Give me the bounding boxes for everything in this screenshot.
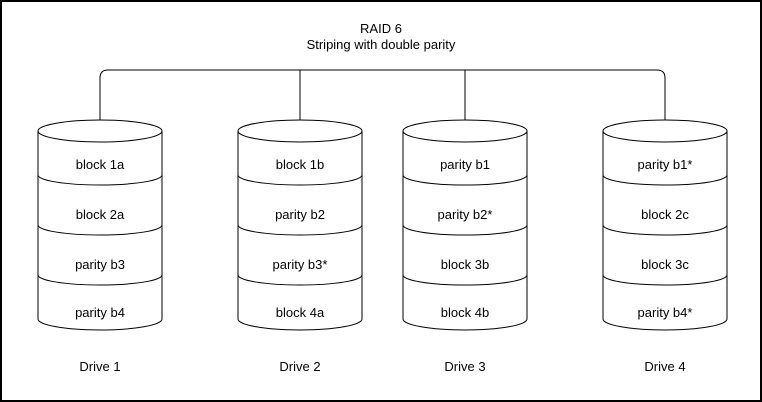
drive-2: block 1b parity b2 parity b3* block 4a D… — [237, 119, 363, 374]
segment-label: block 1a — [76, 157, 125, 172]
segment-label: block 3b — [441, 257, 489, 272]
segment-divider — [402, 224, 528, 236]
drive-4: parity b1* block 2c block 3c parity b4* … — [602, 119, 728, 374]
drive-1: block 1a block 2a parity b3 parity b4 Dr… — [37, 119, 163, 374]
segment-divider — [402, 174, 528, 186]
segment-label: parity b3 — [75, 257, 125, 272]
segment-divider — [602, 224, 728, 236]
cylinder-body — [237, 131, 363, 331]
cylinder-top — [237, 119, 363, 143]
segment-divider — [37, 274, 163, 286]
segment-label: block 3c — [641, 257, 689, 272]
bus-connector-line — [99, 69, 666, 121]
segment-label: parity b4 — [75, 305, 125, 320]
drive-label: Drive 1 — [79, 359, 120, 374]
segment-label: block 4b — [441, 305, 489, 320]
drive-label: Drive 4 — [644, 359, 685, 374]
segment-label: parity b2 — [275, 207, 325, 222]
segment-divider — [237, 224, 363, 236]
segment-divider — [237, 274, 363, 286]
cylinder-top — [602, 119, 728, 143]
segment-divider — [37, 224, 163, 236]
segment-divider — [602, 274, 728, 286]
cylinder-body — [37, 131, 163, 331]
cylinder-body — [602, 131, 728, 331]
drive-label: Drive 2 — [279, 359, 320, 374]
segment-label: block 2a — [76, 207, 125, 222]
cylinder-body — [402, 131, 528, 331]
drive-label: Drive 3 — [444, 359, 485, 374]
diagram-subtitle: Striping with double parity — [307, 37, 456, 52]
segment-label: block 1b — [276, 157, 324, 172]
segment-divider — [602, 174, 728, 186]
segment-label: parity b4* — [638, 305, 693, 320]
segment-label: parity b1 — [440, 157, 490, 172]
diagram-title: RAID 6 — [360, 21, 402, 36]
segment-divider — [237, 174, 363, 186]
cylinder-top — [402, 119, 528, 143]
segment-label: block 4a — [276, 305, 325, 320]
segment-divider — [37, 174, 163, 186]
segment-label: parity b3* — [273, 257, 328, 272]
drive-3: parity b1 parity b2* block 3b block 4b D… — [402, 119, 528, 374]
cylinder-top — [37, 119, 163, 143]
segment-divider — [402, 274, 528, 286]
segment-label: parity b1* — [638, 157, 693, 172]
segment-label: block 2c — [641, 207, 689, 222]
segment-label: parity b2* — [438, 207, 493, 222]
